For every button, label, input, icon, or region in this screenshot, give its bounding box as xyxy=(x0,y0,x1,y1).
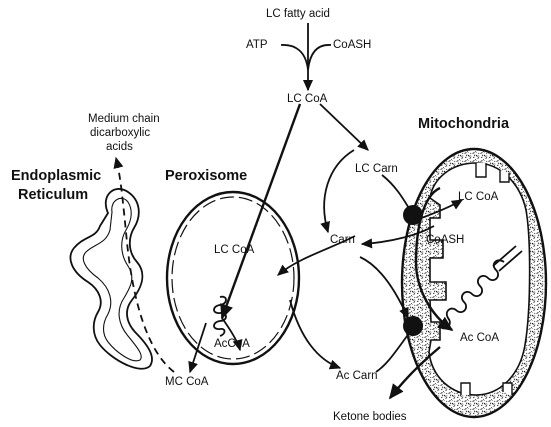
ac-coa-mito-label: Ac CoA xyxy=(460,332,499,344)
lc-carn-label: LC Carn xyxy=(355,163,398,175)
lc-fatty-acid-label: LC fatty acid xyxy=(266,8,330,20)
mitochondrion xyxy=(402,149,546,417)
lc-coa-top-label: LC CoA xyxy=(287,93,328,105)
lc-coa-mito-label: LC CoA xyxy=(458,191,499,203)
endoplasmic-reticulum-title-line1: Endoplasmic xyxy=(11,168,101,184)
ac-carn-label: Ac Carn xyxy=(336,370,378,382)
medium-chain-label-line1: Medium chain xyxy=(88,113,160,125)
mitochondria-title: Mitochondria xyxy=(418,116,510,132)
medium-chain-label-line3: acids xyxy=(106,141,133,153)
peroxisome-title: Peroxisome xyxy=(165,168,247,184)
endoplasmic-reticulum-title-line2: Reticulum xyxy=(18,187,88,203)
carnitine-transporter-lower xyxy=(403,316,423,336)
ketone-bodies-label: Ketone bodies xyxy=(333,411,407,423)
atp-label: ATP xyxy=(246,39,268,51)
accoa-peroxisome-label: AcCoA xyxy=(214,338,250,350)
medium-chain-label-line2: dicarboxylic xyxy=(90,127,150,139)
mc-coa-label: MC CoA xyxy=(165,376,209,388)
coash-top-label: CoASH xyxy=(333,39,371,51)
lc-coa-peroxisome-label: LC CoA xyxy=(214,244,255,256)
coash-mito-label: CoASH xyxy=(426,234,464,246)
carn-label: Carn xyxy=(330,234,355,246)
